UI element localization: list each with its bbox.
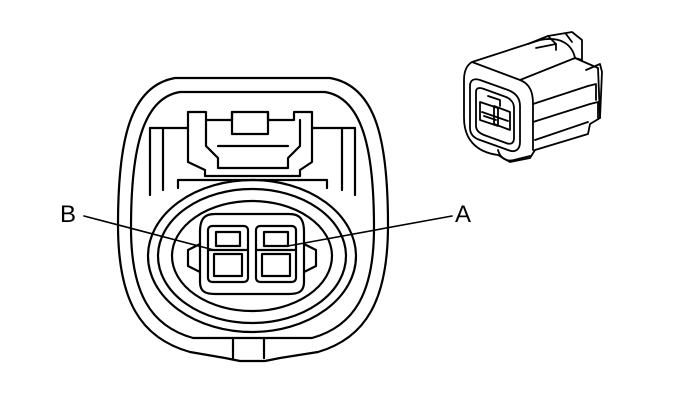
housing-bottom-tab [231, 336, 266, 360]
connector-face-view [83, 76, 453, 363]
face-ring-inner [170, 199, 334, 313]
cavity-a [254, 224, 298, 284]
pin-label-b: B [60, 201, 76, 228]
locking-latch [148, 110, 357, 197]
leader-line-a [287, 215, 453, 247]
cavity-b [206, 224, 250, 284]
leader-line-b [83, 215, 215, 251]
pin-label-a: A [455, 201, 471, 228]
face-ring-middle [156, 187, 348, 325]
housing-inner-outline [129, 90, 376, 340]
connector-iso-view [463, 31, 603, 163]
housing-outer-outline [116, 76, 390, 363]
face-ring-outer [146, 178, 358, 334]
terminal-block [186, 212, 318, 296]
face-collar [176, 178, 329, 190]
